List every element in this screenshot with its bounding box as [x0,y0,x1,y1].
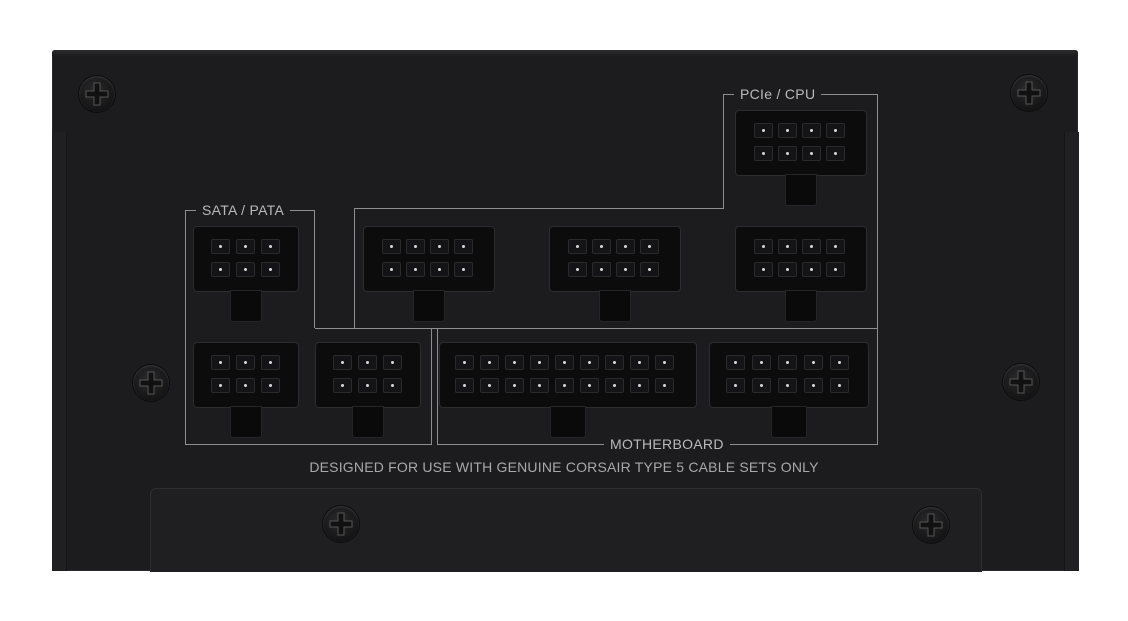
screw-icon [79,76,115,112]
psu-bottom-plate [150,488,982,572]
motherboard-main-connector[interactable] [440,343,696,438]
screw-icon [133,365,169,401]
sata-pata-frame [431,328,432,445]
psu-side-rail-right [1064,132,1079,571]
cable-compatibility-notice: DESIGNED FOR USE WITH GENUINE CORSAIR TY… [309,459,819,475]
motherboard-frame [877,328,878,445]
pcie-cpu-frame [354,208,724,209]
sata-pata-frame [314,210,315,328]
screw-icon [323,506,359,542]
sata-pata-frame [185,210,186,445]
sata-pata-connector[interactable] [316,343,420,438]
pcie-cpu-frame [723,94,724,208]
psu-side-rail-left [52,132,67,571]
pcie-cpu-label: PCIe / CPU [734,86,822,102]
pcie-cpu-connector[interactable] [736,111,866,206]
motherboard-aux-connector[interactable] [710,343,868,438]
pcie-cpu-connector[interactable] [550,227,680,322]
pcie-cpu-frame [877,94,878,328]
sata-pata-connector[interactable] [194,343,298,438]
screw-icon [1003,364,1039,400]
screw-icon [1011,75,1047,111]
motherboard-label: MOTHERBOARD [604,436,730,452]
pcie-cpu-connector[interactable] [364,227,494,322]
psu-chassis [52,50,1078,571]
pcie-cpu-frame [354,208,355,328]
motherboard-frame [437,328,438,445]
psu-top-edge [52,50,1078,56]
sata-pata-label: SATA / PATA [196,202,291,218]
sata-pata-frame [185,444,432,445]
screw-icon [913,507,949,543]
pcie-cpu-connector[interactable] [736,227,866,322]
pcie-cpu-frame [315,328,878,329]
sata-pata-connector[interactable] [194,227,298,322]
